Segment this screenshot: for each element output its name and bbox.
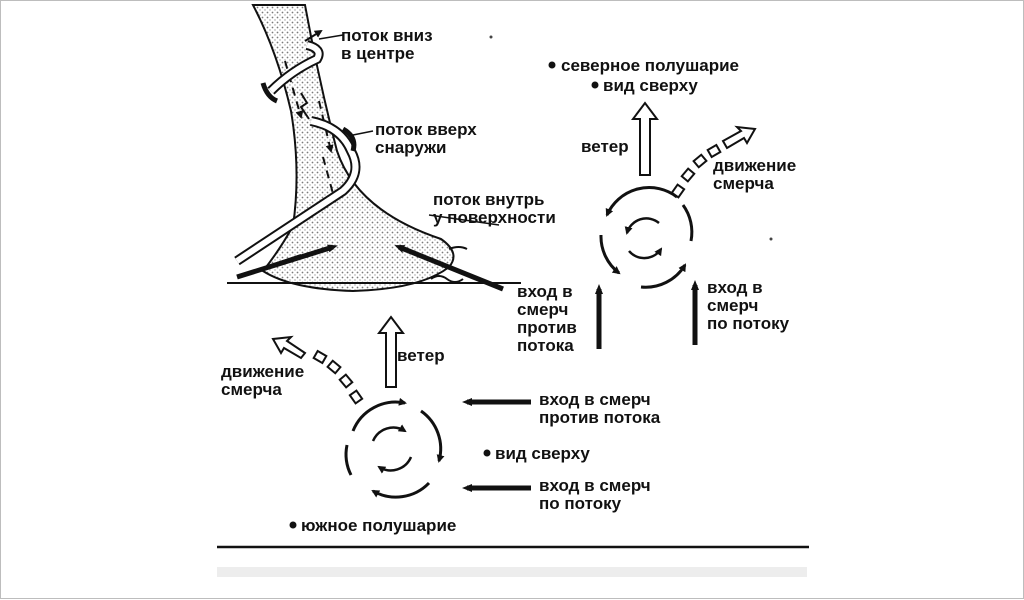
north-inflow-with-label: вход в смерч по потоку: [707, 278, 790, 333]
tornado-funnel: [227, 4, 521, 293]
north-view-label: вид сверху: [603, 76, 698, 95]
north-inflow-against-label: вход в смерч против потока: [517, 282, 582, 355]
south-inflow-with-label: вход в смерч по потоку: [539, 476, 655, 513]
north-view-bullet: [591, 81, 599, 89]
south-motion-label: движение смерча: [221, 362, 309, 399]
south-title-bullet: [289, 521, 297, 529]
scan-speck: [489, 35, 493, 39]
label-inflow-surface: поток внутрь у поверхности: [433, 190, 556, 227]
north-title: северное полушарие: [561, 56, 739, 75]
north-vortex: [595, 101, 757, 349]
scan-speck: [769, 237, 773, 241]
north-motion-label: движение смерча: [713, 156, 801, 193]
scan-artifact: [217, 567, 807, 577]
south-wind-label: ветер: [397, 346, 445, 365]
south-view-bullet: [483, 449, 491, 457]
north-wind-label: ветер: [581, 137, 629, 156]
south-view-label: вид сверху: [495, 444, 590, 463]
label-down-center: поток вниз в центре: [341, 26, 437, 63]
south-vortex: [271, 315, 531, 499]
south-inflow-against-label: вход в смерч против потока: [539, 390, 661, 427]
north-title-bullet: [548, 61, 556, 69]
south-title: южное полушарие: [301, 516, 456, 535]
label-up-outside: поток вверх снаружи: [375, 120, 481, 157]
